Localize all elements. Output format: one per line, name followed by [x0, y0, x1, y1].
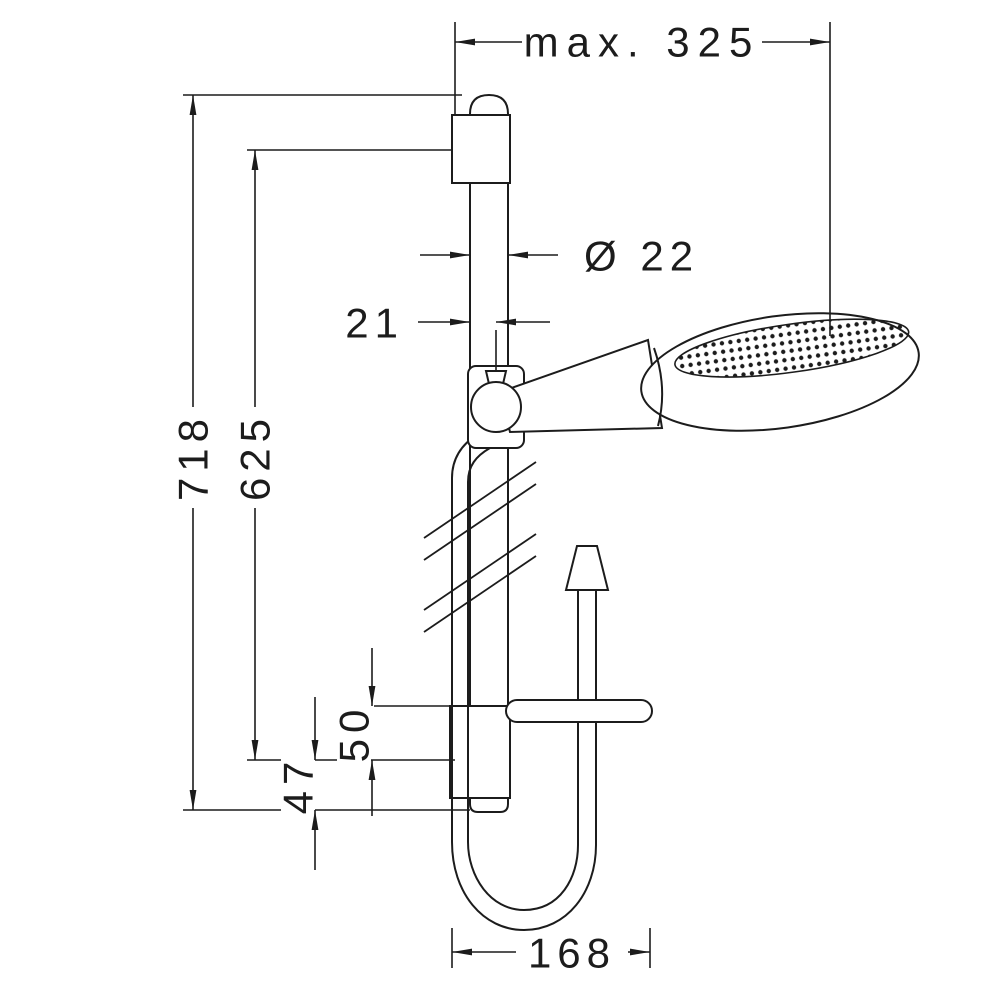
dimension-max-reach: max. 325 — [454, 19, 831, 336]
hose-connector-cone — [564, 545, 610, 591]
break-mark-line — [423, 555, 537, 633]
shelf-arm — [505, 699, 653, 723]
rail-bar — [469, 93, 509, 813]
bottom-wall-bracket — [449, 705, 511, 799]
hand-shower-head — [640, 312, 920, 432]
hand-shower — [467, 312, 920, 449]
break-mark-line — [423, 483, 537, 561]
dimension-overall-height: 718 — [170, 94, 470, 811]
dimension-label-max-reach: max. 325 — [524, 19, 761, 66]
dimension-label-lower-overhang: 47 — [275, 756, 322, 815]
dimension-label-bracket-offset: 50 — [331, 704, 378, 763]
dimension-hole-spacing: 625 — [232, 149, 455, 761]
dimension-label-hole-spacing: 625 — [232, 413, 279, 501]
top-wall-bracket — [451, 114, 511, 184]
dimension-label-overall-height: 718 — [170, 413, 217, 501]
dimension-label-bar-diameter: Ø 22 — [584, 233, 699, 280]
dimension-holder-offset: 21 — [345, 300, 550, 370]
dimension-lower-overhang: 47 — [275, 697, 322, 870]
wall-bar — [449, 93, 511, 813]
spray-face-nozzles — [674, 318, 910, 378]
hose-inner-line — [467, 447, 579, 912]
head-handle-joint-line — [653, 347, 664, 427]
dimension-bar-diameter: Ø 22 — [420, 233, 699, 280]
hose-outer-line — [451, 433, 597, 932]
shower-hose — [451, 433, 597, 932]
dimension-annotations: max. 325 Ø 22 21 718 — [170, 19, 831, 977]
dimension-bracket-offset: 50 — [331, 648, 450, 816]
break-mark-line — [423, 533, 537, 611]
dimension-label-holder-offset: 21 — [345, 300, 404, 347]
dimension-label-base-width: 168 — [528, 930, 616, 977]
holder-pivot — [470, 381, 522, 433]
dimension-base-width: 168 — [451, 928, 651, 977]
break-mark-line — [423, 461, 537, 539]
break-marks — [423, 461, 537, 633]
hand-shower-handle — [498, 338, 664, 434]
